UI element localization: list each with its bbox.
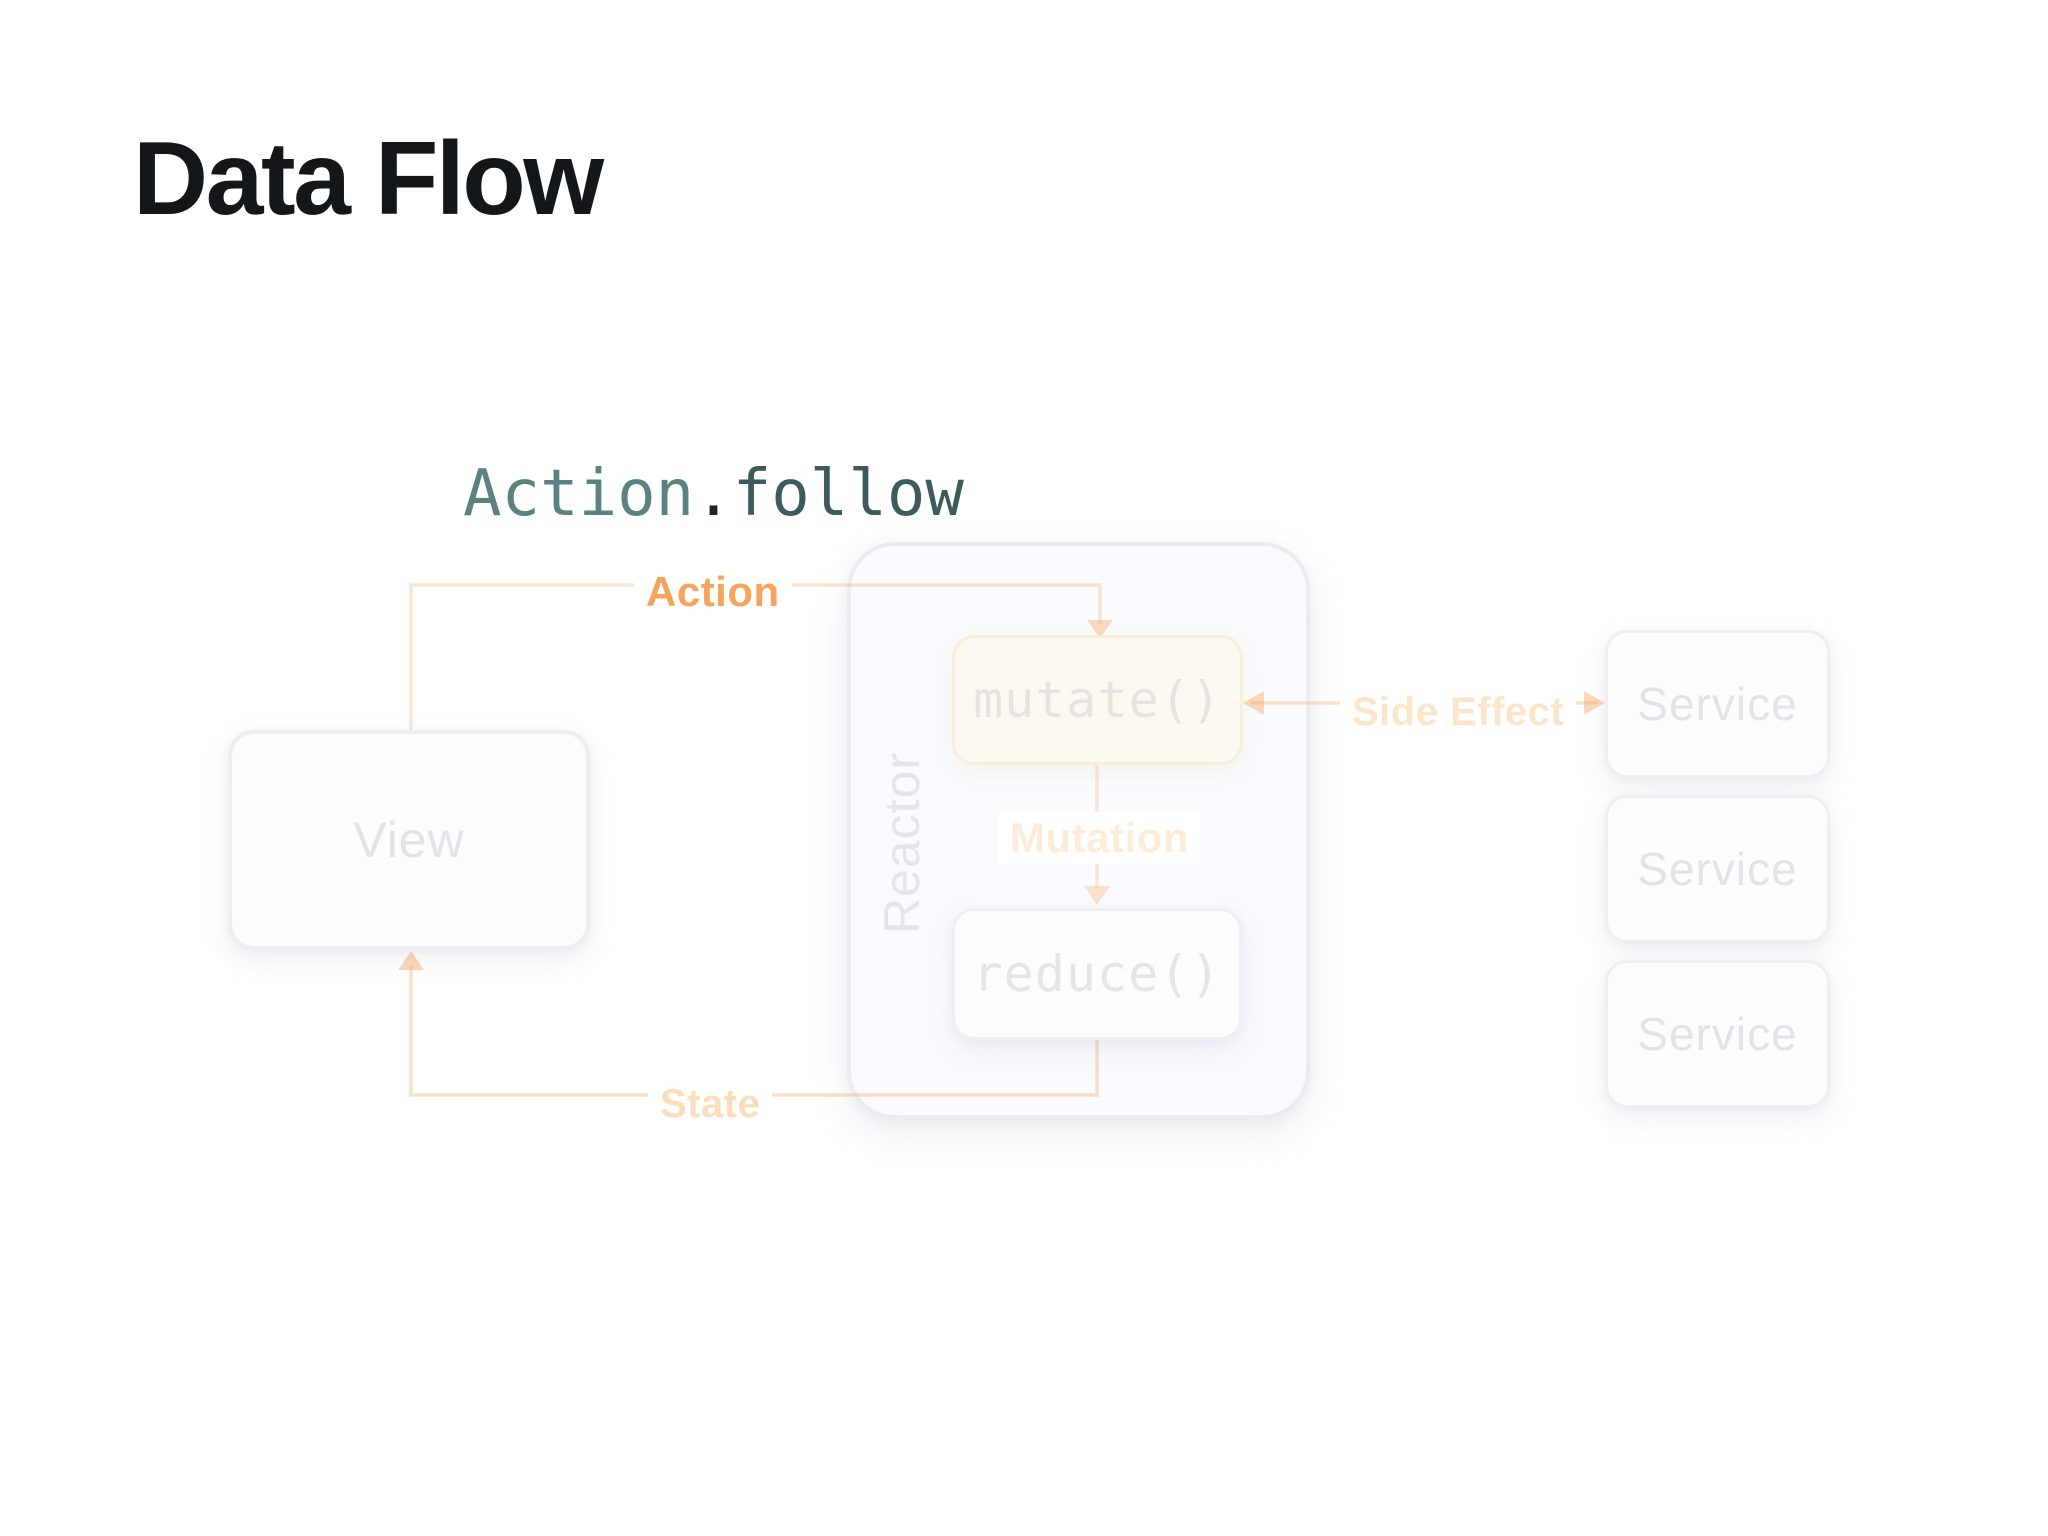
node-service-1-label: Service xyxy=(1637,678,1798,730)
node-reduce: reduce() xyxy=(952,908,1242,1040)
node-view-label: View xyxy=(353,812,465,868)
node-mutate: mutate() xyxy=(952,635,1243,765)
edge-label-mutation: Mutation xyxy=(998,812,1201,864)
code-token-property: follow xyxy=(732,457,964,531)
node-service-2: Service xyxy=(1605,795,1830,943)
code-snippet: Action.follow xyxy=(463,462,964,526)
page-title: Data Flow xyxy=(133,121,604,237)
edge-label-side-effect: Side Effect xyxy=(1340,688,1577,737)
node-service-2-label: Service xyxy=(1637,843,1798,895)
node-reduce-label: reduce() xyxy=(972,945,1222,1003)
node-mutate-label: mutate() xyxy=(973,671,1222,729)
code-token-dot: . xyxy=(694,457,733,531)
node-service-3-label: Service xyxy=(1637,1008,1798,1060)
node-service-1: Service xyxy=(1605,630,1830,778)
node-view: View xyxy=(228,730,590,950)
edge-label-action: Action xyxy=(634,566,792,618)
edge-label-state: State xyxy=(648,1080,773,1129)
code-token-type: Action xyxy=(463,457,695,531)
node-service-3: Service xyxy=(1605,960,1830,1108)
